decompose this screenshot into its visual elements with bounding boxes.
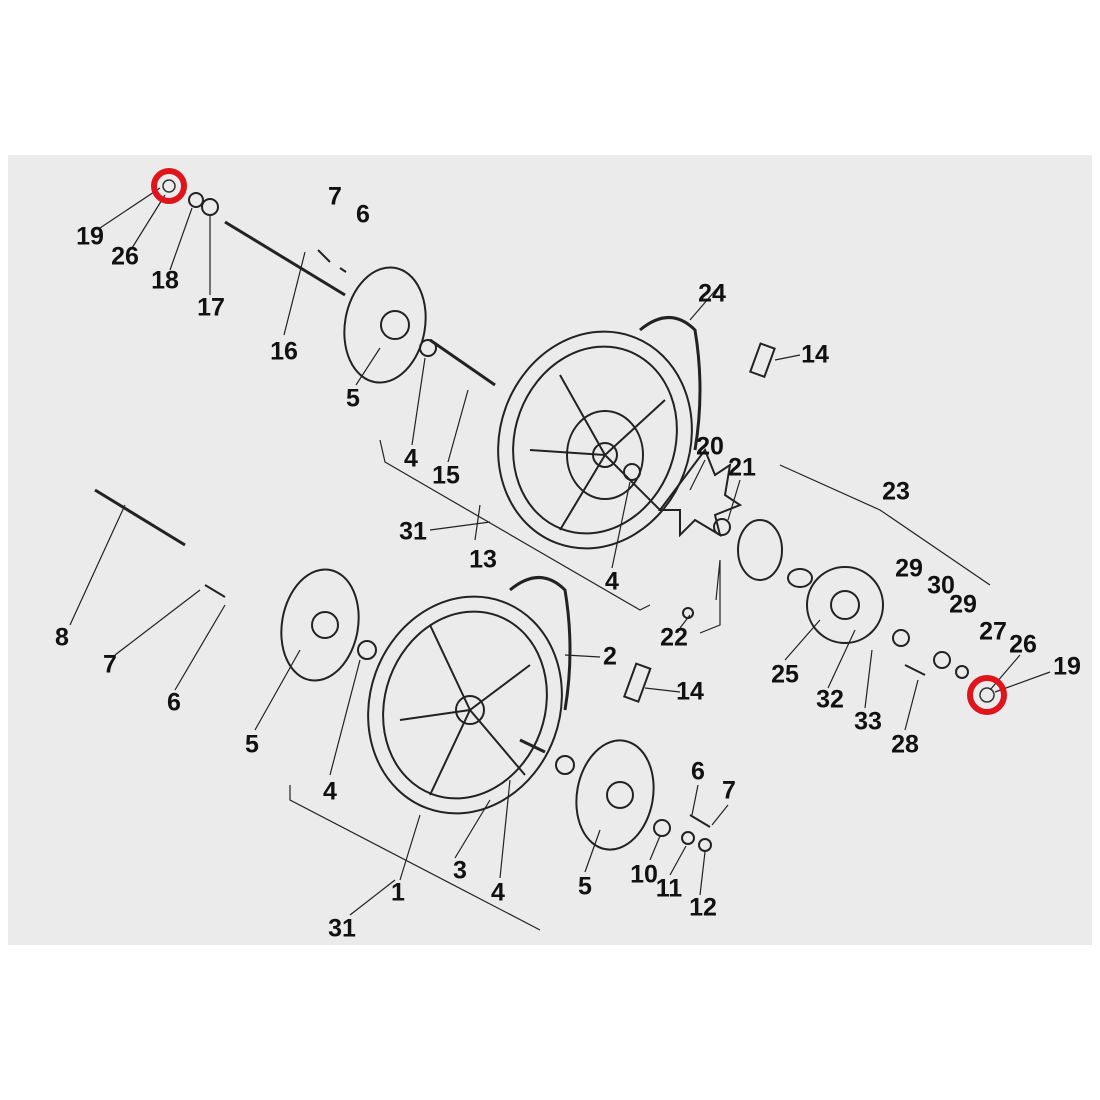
part-label: 32 bbox=[816, 685, 844, 714]
part-label: 31 bbox=[328, 914, 356, 943]
part-label: 4 bbox=[404, 444, 418, 473]
part-label: 4 bbox=[491, 878, 505, 907]
leader-lines bbox=[69, 187, 1051, 931]
part-label: 12 bbox=[689, 893, 717, 922]
part-label: 24 bbox=[698, 279, 726, 308]
part-label: 2 bbox=[603, 642, 617, 671]
part-label: 4 bbox=[605, 567, 619, 596]
front-wheel bbox=[367, 576, 572, 815]
part-label: 17 bbox=[197, 293, 225, 322]
part-label: 31 bbox=[399, 517, 427, 546]
part-label: 27 bbox=[979, 617, 1007, 646]
part-label: 3 bbox=[453, 856, 467, 885]
part-label: 7 bbox=[328, 182, 342, 211]
part-label: 19 bbox=[76, 222, 104, 251]
part-label: 25 bbox=[771, 660, 799, 689]
diagram-paper bbox=[8, 155, 1092, 945]
part-label: 7 bbox=[722, 776, 736, 805]
part-label: 1 bbox=[391, 878, 405, 907]
highlight-circle-right bbox=[967, 675, 1007, 715]
part-label: 14 bbox=[801, 340, 829, 369]
part-label: 33 bbox=[854, 707, 882, 736]
part-label: 11 bbox=[655, 874, 683, 903]
part-label: 19 bbox=[1053, 652, 1081, 681]
part-label: 6 bbox=[167, 688, 181, 717]
part-label: 15 bbox=[432, 461, 460, 490]
part-label: 5 bbox=[245, 730, 259, 759]
part-label: 13 bbox=[469, 545, 497, 574]
part-label: 8 bbox=[55, 623, 69, 652]
part-label: 28 bbox=[891, 730, 919, 759]
part-label: 6 bbox=[691, 757, 705, 786]
part-label: 26 bbox=[111, 242, 139, 271]
part-label: 5 bbox=[346, 384, 360, 413]
part-label: 20 bbox=[696, 432, 724, 461]
brake-discs bbox=[280, 266, 655, 851]
part-label: 4 bbox=[323, 777, 337, 806]
part-label: 29 bbox=[949, 590, 977, 619]
sprocket-assembly bbox=[622, 342, 884, 703]
part-label: 23 bbox=[882, 477, 910, 506]
part-label: 7 bbox=[103, 650, 117, 679]
rear-wheel bbox=[497, 316, 702, 550]
part-label: 18 bbox=[151, 266, 179, 295]
part-label: 29 bbox=[895, 554, 923, 583]
part-label: 21 bbox=[728, 453, 756, 482]
part-label: 22 bbox=[660, 623, 688, 652]
axles bbox=[94, 220, 546, 754]
part-label: 6 bbox=[356, 200, 370, 229]
part-label: 30 bbox=[927, 571, 955, 600]
part-label: 16 bbox=[270, 337, 298, 366]
part-label: 10 bbox=[630, 860, 658, 889]
part-label: 14 bbox=[676, 677, 704, 706]
part-label: 26 bbox=[1009, 630, 1037, 659]
part-label: 5 bbox=[578, 872, 592, 901]
highlight-circle-left bbox=[151, 168, 187, 204]
small-parts bbox=[188, 192, 969, 852]
